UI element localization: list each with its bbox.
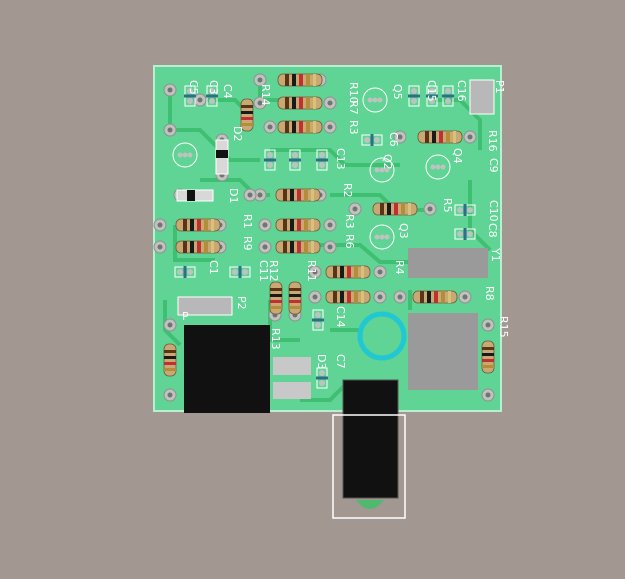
label-c14: C14 xyxy=(334,306,347,328)
header-p2 xyxy=(177,296,233,316)
label-q3: Q3 xyxy=(397,223,410,239)
dc-jack xyxy=(342,379,399,499)
label-r3: R3 xyxy=(347,120,360,135)
label-r13: R13 xyxy=(269,328,282,350)
label-r9: R9 xyxy=(241,236,254,251)
label-c5: C5 xyxy=(187,80,200,95)
label-p1: P1 xyxy=(493,80,506,94)
label-d2: D2 xyxy=(231,126,244,141)
label-r8: R8 xyxy=(483,286,496,301)
label-c10: C10 xyxy=(487,200,500,222)
label-c3: C3 xyxy=(207,80,220,95)
label-p2: P2 xyxy=(235,296,248,310)
label-r6: R6 xyxy=(343,234,356,249)
label-p: P xyxy=(182,310,189,323)
label-r11: R11 xyxy=(305,260,318,282)
label-c4: C4 xyxy=(221,84,234,99)
label-y1: Y1 xyxy=(489,247,502,262)
label-r2: R2 xyxy=(341,183,354,198)
label-c11: C11 xyxy=(257,260,270,282)
silkscreen: R14 R10 R7 R3 R16 C4 C5 C3 C6 C9 C10 C15… xyxy=(182,80,510,369)
label-q5: Q5 xyxy=(391,84,404,100)
pad-block-top xyxy=(273,357,311,375)
pad-block-bottom xyxy=(273,382,311,399)
led-ring xyxy=(357,311,407,361)
gray-module xyxy=(408,313,478,390)
label-r5: R5 xyxy=(441,198,454,213)
label-c7: C7 xyxy=(334,354,347,369)
label-q4: Q4 xyxy=(451,148,464,164)
jack-outline xyxy=(332,414,406,519)
jack-tab xyxy=(356,500,384,509)
label-r4: R4 xyxy=(393,260,406,275)
label-c1: C1 xyxy=(207,260,220,275)
label-q2: Q2 xyxy=(381,154,394,170)
label-c8: C8 xyxy=(486,223,499,238)
label-d1: D1 xyxy=(227,188,240,203)
diodes xyxy=(176,139,229,202)
label-d3: D3 xyxy=(315,354,328,369)
label-c16: C16 xyxy=(455,80,468,102)
label-r16: R16 xyxy=(486,130,499,152)
label-c9: C9 xyxy=(487,158,500,173)
label-r1: R1 xyxy=(241,214,254,229)
ic-block xyxy=(184,325,270,413)
label-c6: C6 xyxy=(387,132,400,147)
crystal-y1 xyxy=(408,248,488,278)
header-p1 xyxy=(469,79,495,115)
label-c13: C13 xyxy=(334,148,347,170)
label-r10: R10 xyxy=(347,82,360,104)
label-r14: R14 xyxy=(259,84,272,106)
label-r3b: R3 xyxy=(343,214,356,229)
label-r15: R15 xyxy=(497,316,510,338)
label-c15: C15 xyxy=(425,80,438,102)
label-r7: R7 xyxy=(347,100,360,115)
label-r12: R12 xyxy=(267,260,280,282)
